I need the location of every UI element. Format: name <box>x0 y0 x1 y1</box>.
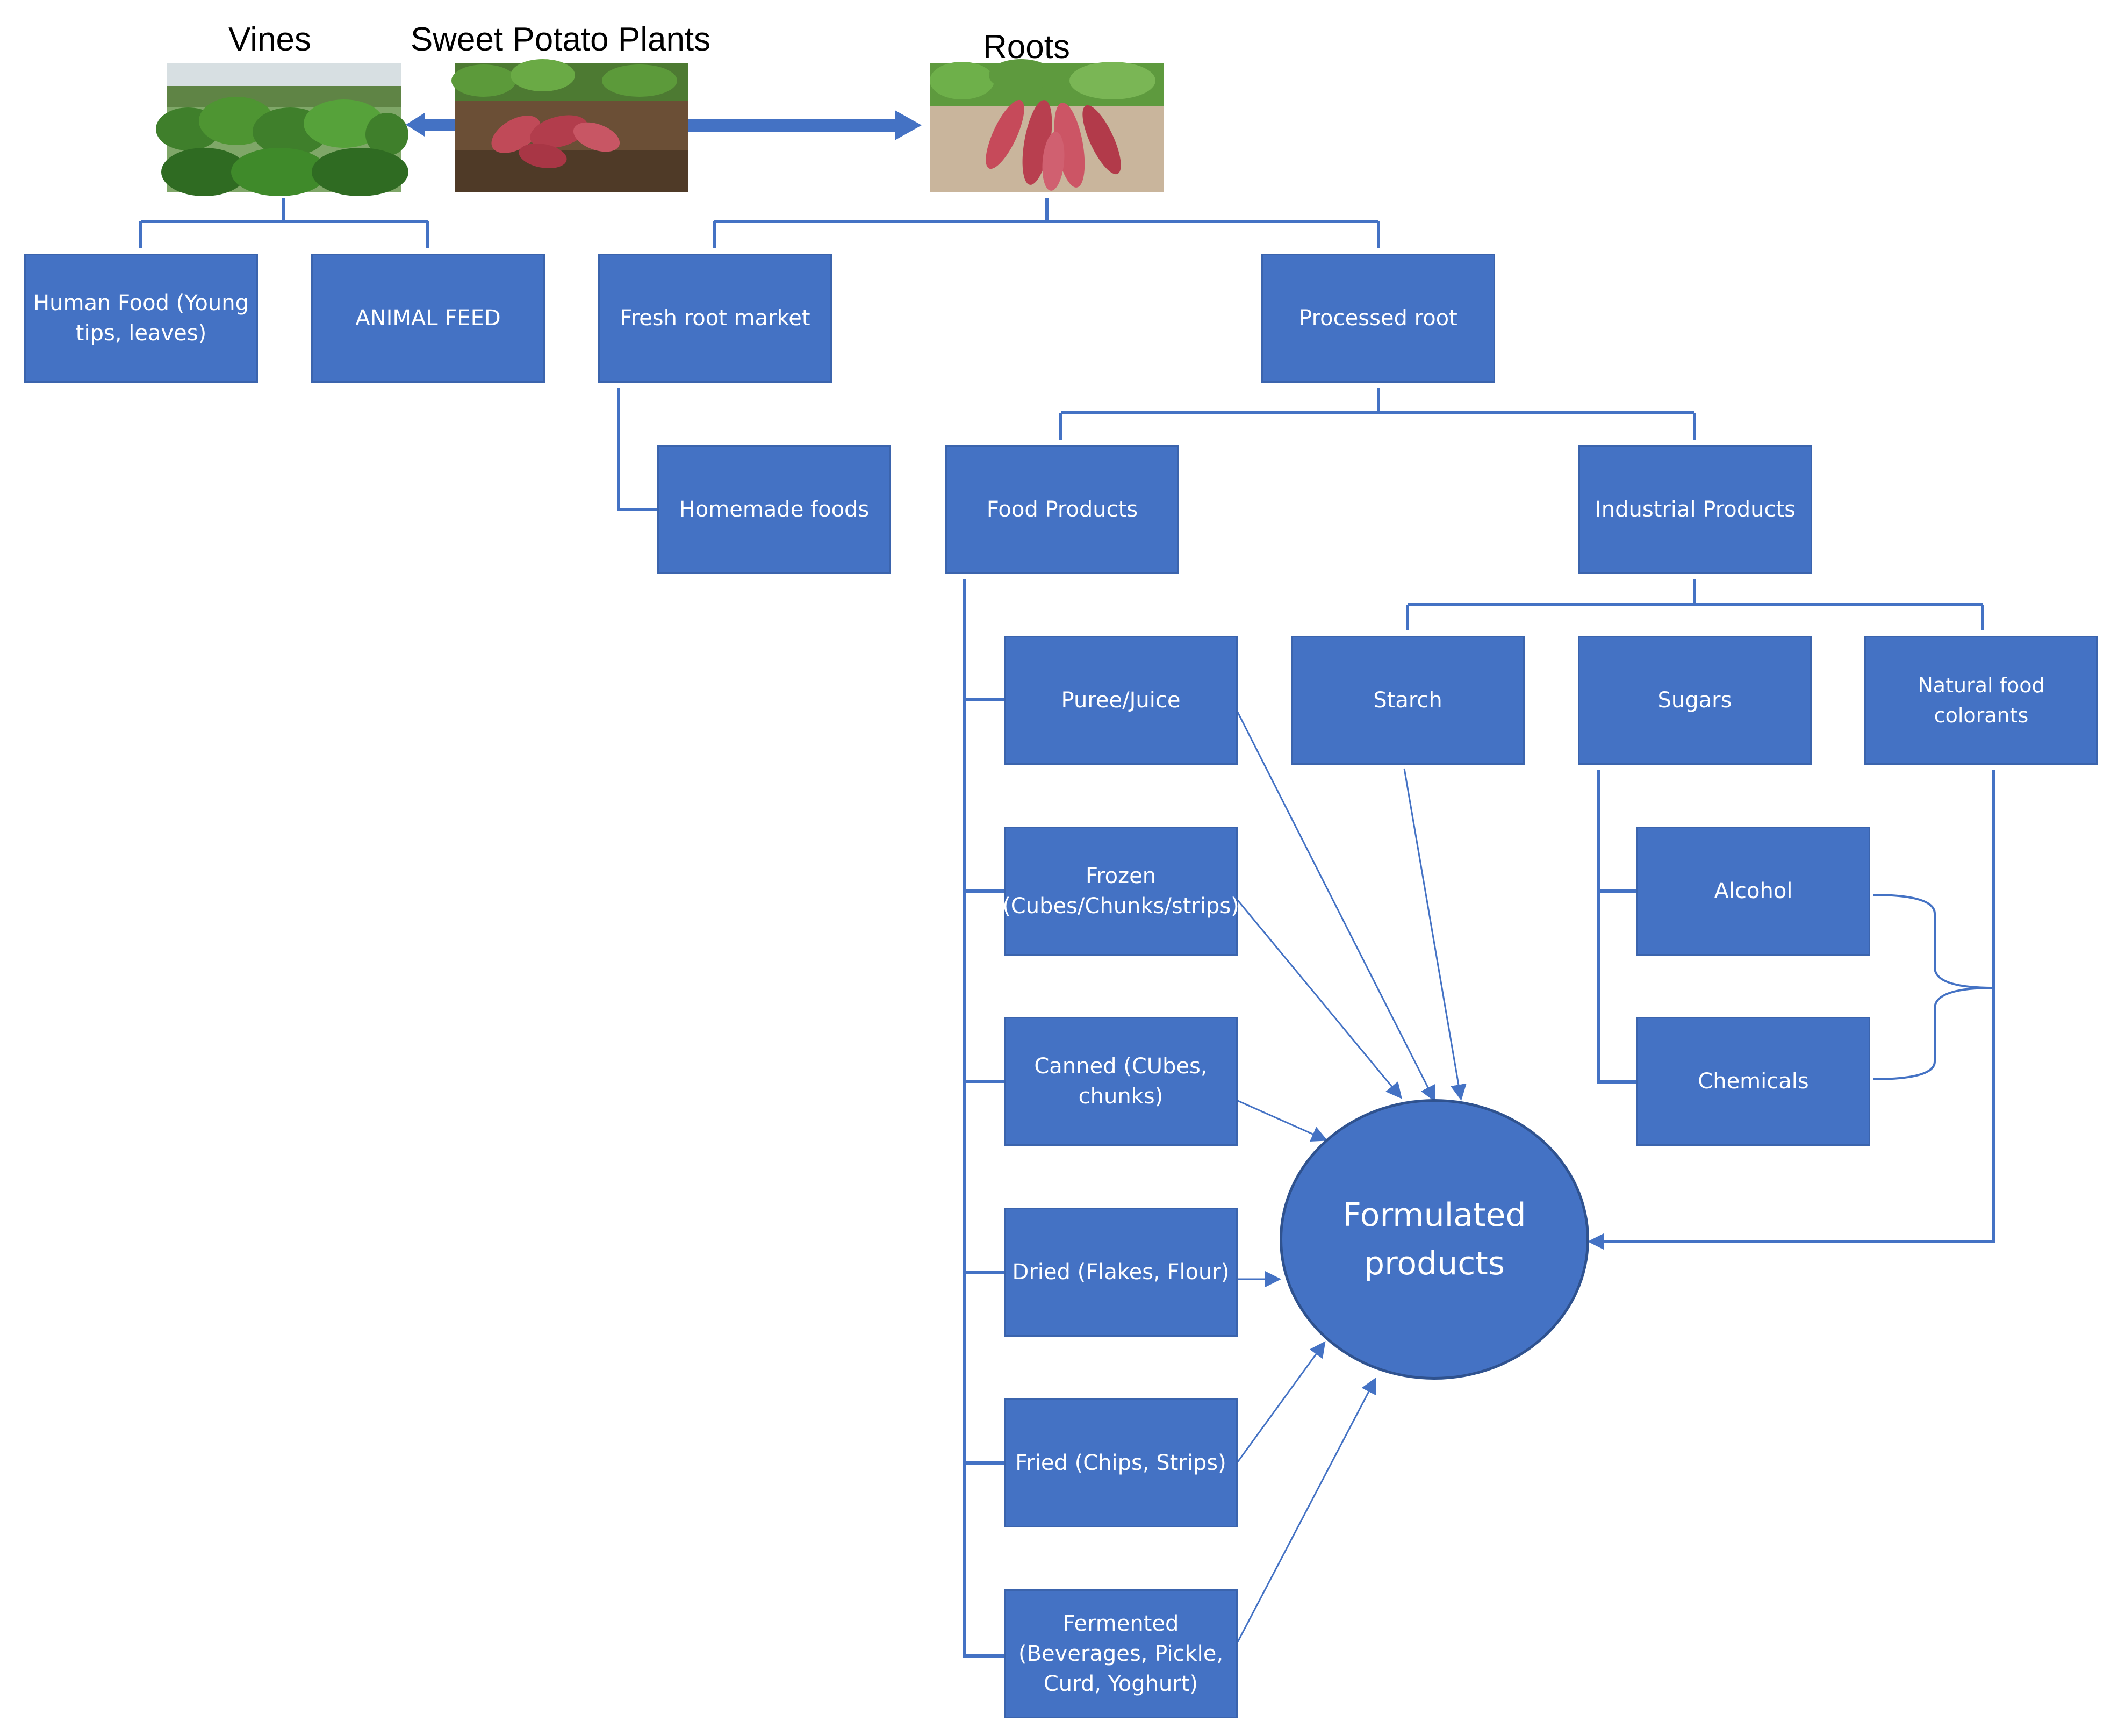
dried-box: Dried (Flakes, Flour) <box>1004 1208 1238 1337</box>
industrial-products-label: Industrial Products <box>1595 497 1796 522</box>
natural-colorants-box: Natural food colorants <box>1864 636 2098 765</box>
arrow-canned <box>1237 1100 1328 1142</box>
arrow-fermented <box>1237 1377 1376 1642</box>
fermented-box: Fermented (Beverages, Pickle, Curd, Yogh… <box>1004 1589 1238 1718</box>
puree-juice-label: Puree/Juice <box>1061 688 1181 713</box>
vines-connector <box>139 198 429 248</box>
frozen-label: Frozen (Cubes/Chunks/strips) <box>1002 864 1239 919</box>
alcohol-chemicals-brace <box>1872 894 1994 1080</box>
arrow-frozen <box>1237 900 1402 1099</box>
plant-to-vines-arrow <box>406 113 457 137</box>
formulated-products-oval: Formulated products <box>1280 1099 1589 1380</box>
canned-box: Canned (CUbes, chunks) <box>1004 1017 1238 1146</box>
animal-feed-label: ANIMAL FEED <box>355 306 501 331</box>
human-food-label: Human Food (Young tips, leaves) <box>33 291 249 346</box>
sugars-label: Sugars <box>1657 688 1732 713</box>
roots-connector <box>713 198 1380 248</box>
industrial-products-box: Industrial Products <box>1578 445 1812 574</box>
vines-photo <box>156 63 408 196</box>
processed-root-connector <box>1059 388 1696 440</box>
roots-photo <box>930 59 1164 192</box>
alcohol-label: Alcohol <box>1714 879 1793 903</box>
fried-box: Fried (Chips, Strips) <box>1004 1398 1238 1527</box>
natural-colorants-label: Natural food colorants <box>1918 673 2045 727</box>
animal-feed-box: ANIMAL FEED <box>311 254 545 383</box>
food-products-box: Food Products <box>945 445 1179 574</box>
dried-label: Dried (Flakes, Flour) <box>1012 1260 1230 1285</box>
arrow-starch <box>1403 768 1467 1101</box>
food-products-label: Food Products <box>986 497 1138 522</box>
canned-label: Canned (CUbes, chunks) <box>1034 1054 1208 1109</box>
plants-title: Sweet Potato Plants <box>410 21 711 58</box>
fermented-label: Fermented (Beverages, Pickle, Curd, Yogh… <box>1018 1611 1224 1696</box>
roots-title: Roots <box>983 28 1070 66</box>
arrow-fried <box>1237 1341 1326 1462</box>
sugars-box: Sugars <box>1578 636 1812 765</box>
chemicals-label: Chemicals <box>1698 1069 1809 1094</box>
human-food-box: Human Food (Young tips, leaves) <box>24 254 258 383</box>
plant-to-roots-arrow <box>688 110 922 140</box>
alcohol-box: Alcohol <box>1636 827 1870 956</box>
industrial-connector <box>1406 579 1984 630</box>
fresh-root-market-box: Fresh root market <box>598 254 832 383</box>
fresh-root-market-label: Fresh root market <box>620 306 810 331</box>
processed-root-label: Processed root <box>1299 306 1457 331</box>
sugars-connector <box>1597 770 1636 1084</box>
plants-photo <box>451 59 688 192</box>
frozen-box: Frozen (Cubes/Chunks/strips) <box>1002 827 1239 956</box>
fried-label: Fried (Chips, Strips) <box>1015 1451 1226 1475</box>
homemade-foods-label: Homemade foods <box>679 497 870 522</box>
starch-box: Starch <box>1291 636 1525 765</box>
colorants-connector <box>1599 770 1995 1243</box>
starch-label: Starch <box>1373 688 1442 713</box>
vines-title: Vines <box>228 21 311 58</box>
chemicals-box: Chemicals <box>1636 1017 1870 1146</box>
puree-juice-box: Puree/Juice <box>1004 636 1238 765</box>
formulated-products-label: Formulated products <box>1342 1196 1526 1282</box>
processed-root-box: Processed root <box>1261 254 1495 383</box>
food-products-connector <box>963 579 1004 1658</box>
fresh-market-connector <box>617 388 657 511</box>
homemade-foods-box: Homemade foods <box>657 445 891 574</box>
arrow-puree <box>1237 712 1435 1102</box>
